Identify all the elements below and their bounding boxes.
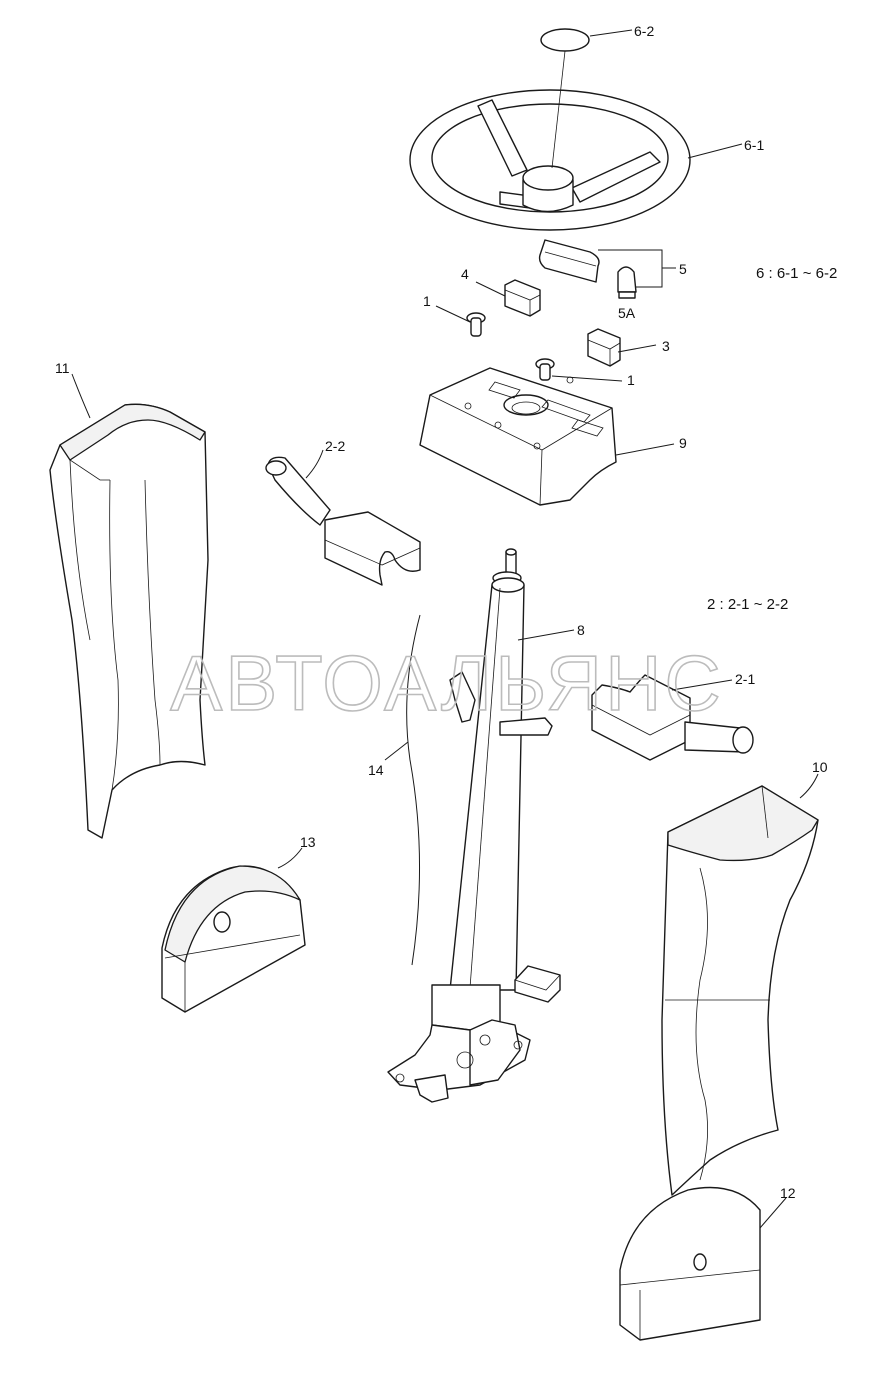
callout-9: 9 <box>679 435 687 451</box>
callout-2-2: 2-2 <box>325 438 345 454</box>
callout-8: 8 <box>577 622 585 638</box>
switch-4 <box>504 279 541 317</box>
line-14 <box>406 614 421 966</box>
callout-5: 5 <box>679 261 687 277</box>
watermark-text: АВТОАЛЬЯНС <box>170 639 724 727</box>
callout-10: 10 <box>812 759 828 775</box>
callout-3: 3 <box>662 338 670 354</box>
callout-4: 4 <box>461 266 469 282</box>
lever-2-1 <box>591 674 754 761</box>
column-cover-9 <box>419 367 617 506</box>
bolt-1a <box>466 312 486 337</box>
lever-2-2 <box>265 456 421 586</box>
switch-3 <box>587 328 621 367</box>
end-cap-13 <box>161 865 306 1013</box>
steering-wheel <box>409 89 691 231</box>
end-cap-12 <box>619 1186 761 1341</box>
callout-14: 14 <box>368 762 384 778</box>
pad <box>514 965 561 1003</box>
legend-group-2: 2 : 2-1 ~ 2-2 <box>707 596 788 613</box>
horn-cap <box>540 28 590 169</box>
legend-group-6: 6 : 6-1 ~ 6-2 <box>756 265 837 282</box>
callout-6-1: 6-1 <box>744 137 764 153</box>
callout-12: 12 <box>780 1185 796 1201</box>
callout-labels: 6-2 6-1 5 5A 4 1 3 1 9 11 2-2 8 2-1 14 1… <box>55 23 828 1201</box>
callout-2-1: 2-1 <box>735 671 755 687</box>
side-cover-11 <box>49 403 209 839</box>
callout-6-2: 6-2 <box>634 23 654 39</box>
bulb-5a <box>617 266 637 299</box>
callout-1-a: 1 <box>423 293 431 309</box>
callout-11: 11 <box>55 360 70 376</box>
bolt-1b <box>535 358 555 381</box>
callout-5a: 5A <box>618 305 636 321</box>
steering-column-8 <box>387 548 553 1103</box>
callout-13: 13 <box>300 834 316 850</box>
callout-1-b: 1 <box>627 372 635 388</box>
leader-lines <box>71 29 819 1229</box>
cover-5 <box>538 239 600 283</box>
side-cover-10 <box>661 785 819 1196</box>
